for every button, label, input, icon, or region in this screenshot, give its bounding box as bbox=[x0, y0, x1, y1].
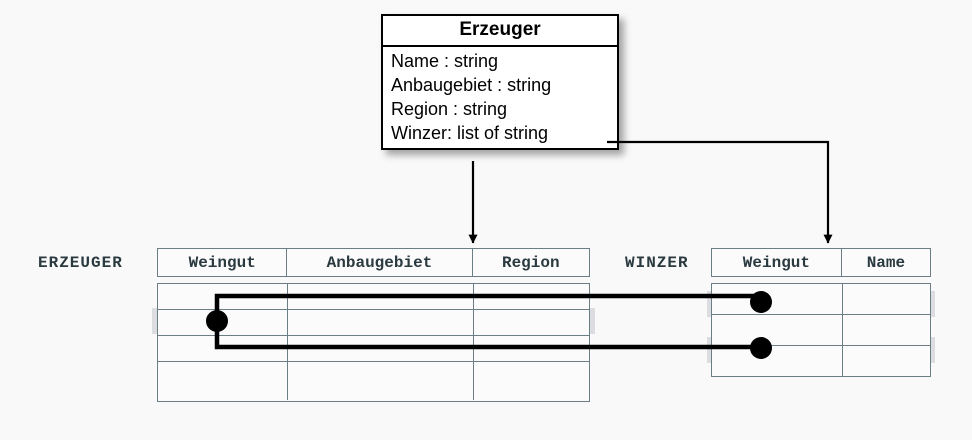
table-row bbox=[158, 336, 589, 362]
table-row bbox=[158, 362, 589, 400]
uml-class-box-erzeuger: Erzeuger Name : string Anbaugebiet : str… bbox=[381, 14, 619, 150]
column-header-name: Name bbox=[866, 253, 906, 272]
table-label-winzer: WINZER bbox=[625, 254, 689, 272]
table-cell bbox=[288, 362, 474, 400]
table-cell bbox=[474, 310, 589, 335]
table-cell bbox=[158, 284, 288, 309]
column-header-weingut: Weingut bbox=[712, 249, 842, 276]
table-cell bbox=[158, 310, 288, 335]
table-body-winzer bbox=[711, 283, 931, 377]
column-header-region: Region bbox=[501, 253, 560, 272]
uml-attribute-anbaugebiet: Anbaugebiet : string bbox=[391, 75, 552, 95]
uml-attribute-list: Name : string Anbaugebiet : string Regio… bbox=[383, 47, 617, 148]
table-row bbox=[158, 284, 589, 310]
table-row bbox=[712, 284, 930, 315]
table-cell bbox=[474, 362, 589, 400]
arrow-winzer-attribute-to-winzer-table bbox=[607, 140, 833, 244]
table-header-winzer: Weingut Name bbox=[711, 248, 931, 277]
table-cell bbox=[712, 315, 843, 345]
table-cell bbox=[712, 346, 843, 376]
table-label-erzeuger: ERZEUGER bbox=[38, 254, 123, 272]
table-cell bbox=[288, 310, 474, 335]
table-cell bbox=[288, 336, 474, 361]
table-cell bbox=[843, 315, 930, 345]
column-header-weingut: Weingut bbox=[158, 249, 288, 276]
uml-attribute-region: Region : string bbox=[391, 99, 508, 119]
uml-class-title: Erzeuger bbox=[383, 16, 617, 47]
table-header-erzeuger: Weingut Anbaugebiet Region bbox=[157, 248, 590, 277]
table-cell bbox=[474, 336, 589, 361]
table-cell bbox=[474, 284, 589, 309]
table-row bbox=[712, 346, 930, 376]
table-cell bbox=[712, 284, 843, 314]
table-body-erzeuger bbox=[157, 283, 590, 402]
table-cell bbox=[843, 346, 930, 376]
uml-attribute-name: Name : string bbox=[391, 51, 499, 71]
table-row bbox=[158, 310, 589, 336]
table-row bbox=[712, 315, 930, 346]
column-header-anbaugebiet: Anbaugebiet bbox=[287, 249, 473, 276]
table-cell bbox=[843, 284, 930, 314]
table-cell bbox=[158, 336, 288, 361]
uml-attribute-winzer: Winzer: list of string bbox=[391, 123, 549, 143]
table-cell bbox=[288, 284, 474, 309]
table-cell bbox=[158, 362, 288, 400]
